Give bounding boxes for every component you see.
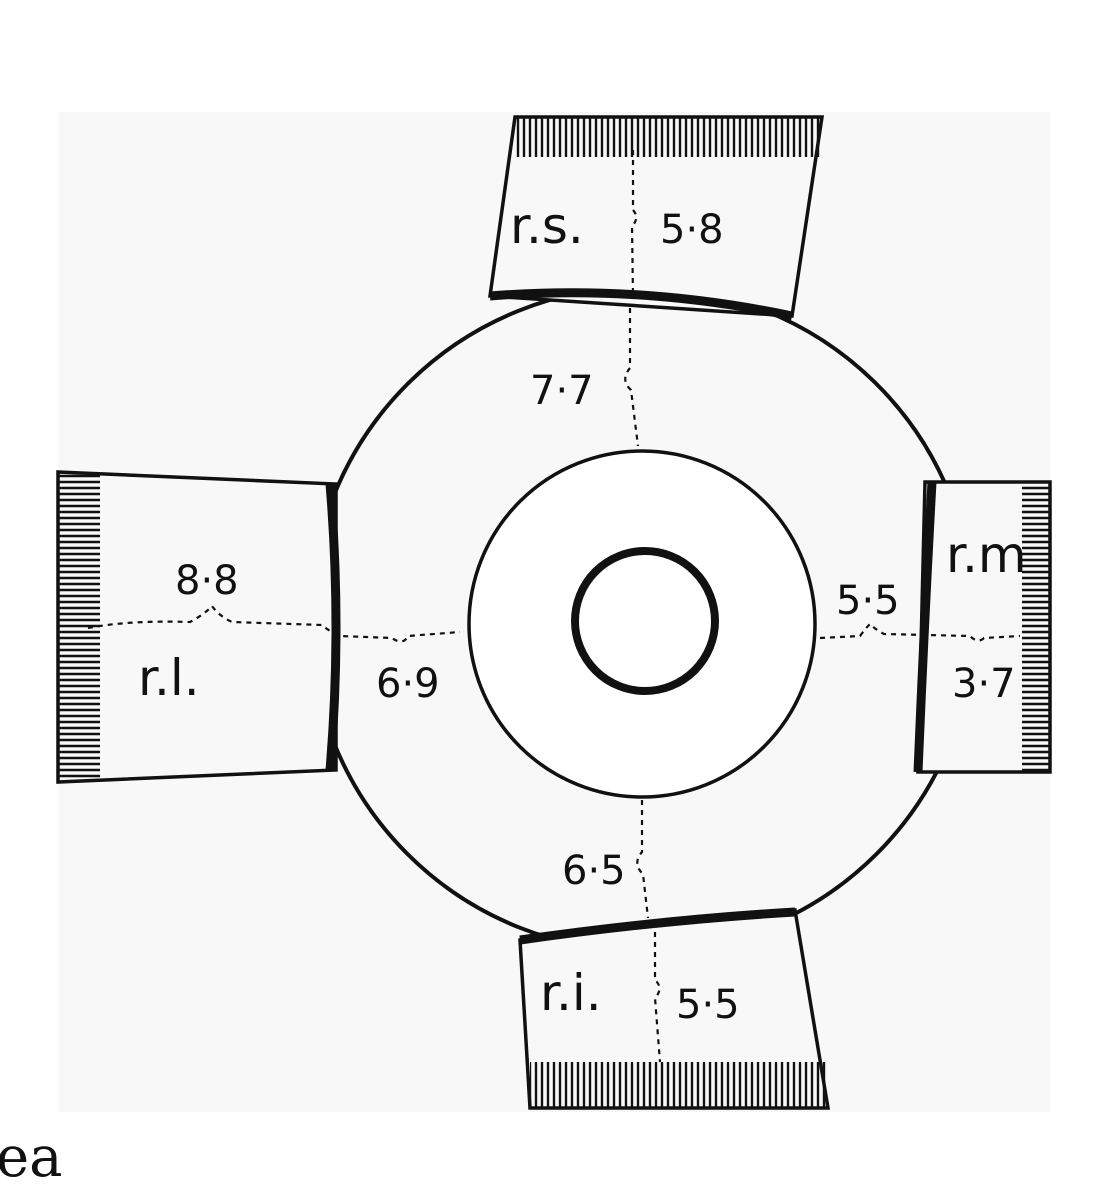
medial-rectus-muscle [819,480,1052,774]
inferior-limbus-distance: 6·5 [562,848,626,894]
lateral-rectus-label: r.l. [138,649,200,707]
medial-rectus-label: r.m [946,526,1027,584]
inferior-rectus-muscle [518,907,831,1110]
lateral-limbus-distance: 6·9 [376,661,440,707]
inferior-rectus-label: r.i. [540,964,602,1022]
inferior-limbus-leader [636,800,650,919]
superior-limbus-distance: 7·7 [530,368,594,414]
pupil-circle [571,547,719,695]
medial-limbus-distance: 5·5 [836,578,900,624]
lateral-insertion-width: 8·8 [175,558,239,604]
superior-limbus-leader [624,308,640,447]
caption-text: ea [0,1125,63,1190]
superior-rectus-label: r.s. [510,197,584,255]
inferior-insertion-width: 5·5 [676,982,740,1028]
superior-rectus-muscle [488,115,825,321]
medial-insertion-width: 3·7 [952,661,1016,707]
lateral-rectus-muscle [56,470,461,784]
superior-insertion-width: 5·8 [660,207,724,253]
